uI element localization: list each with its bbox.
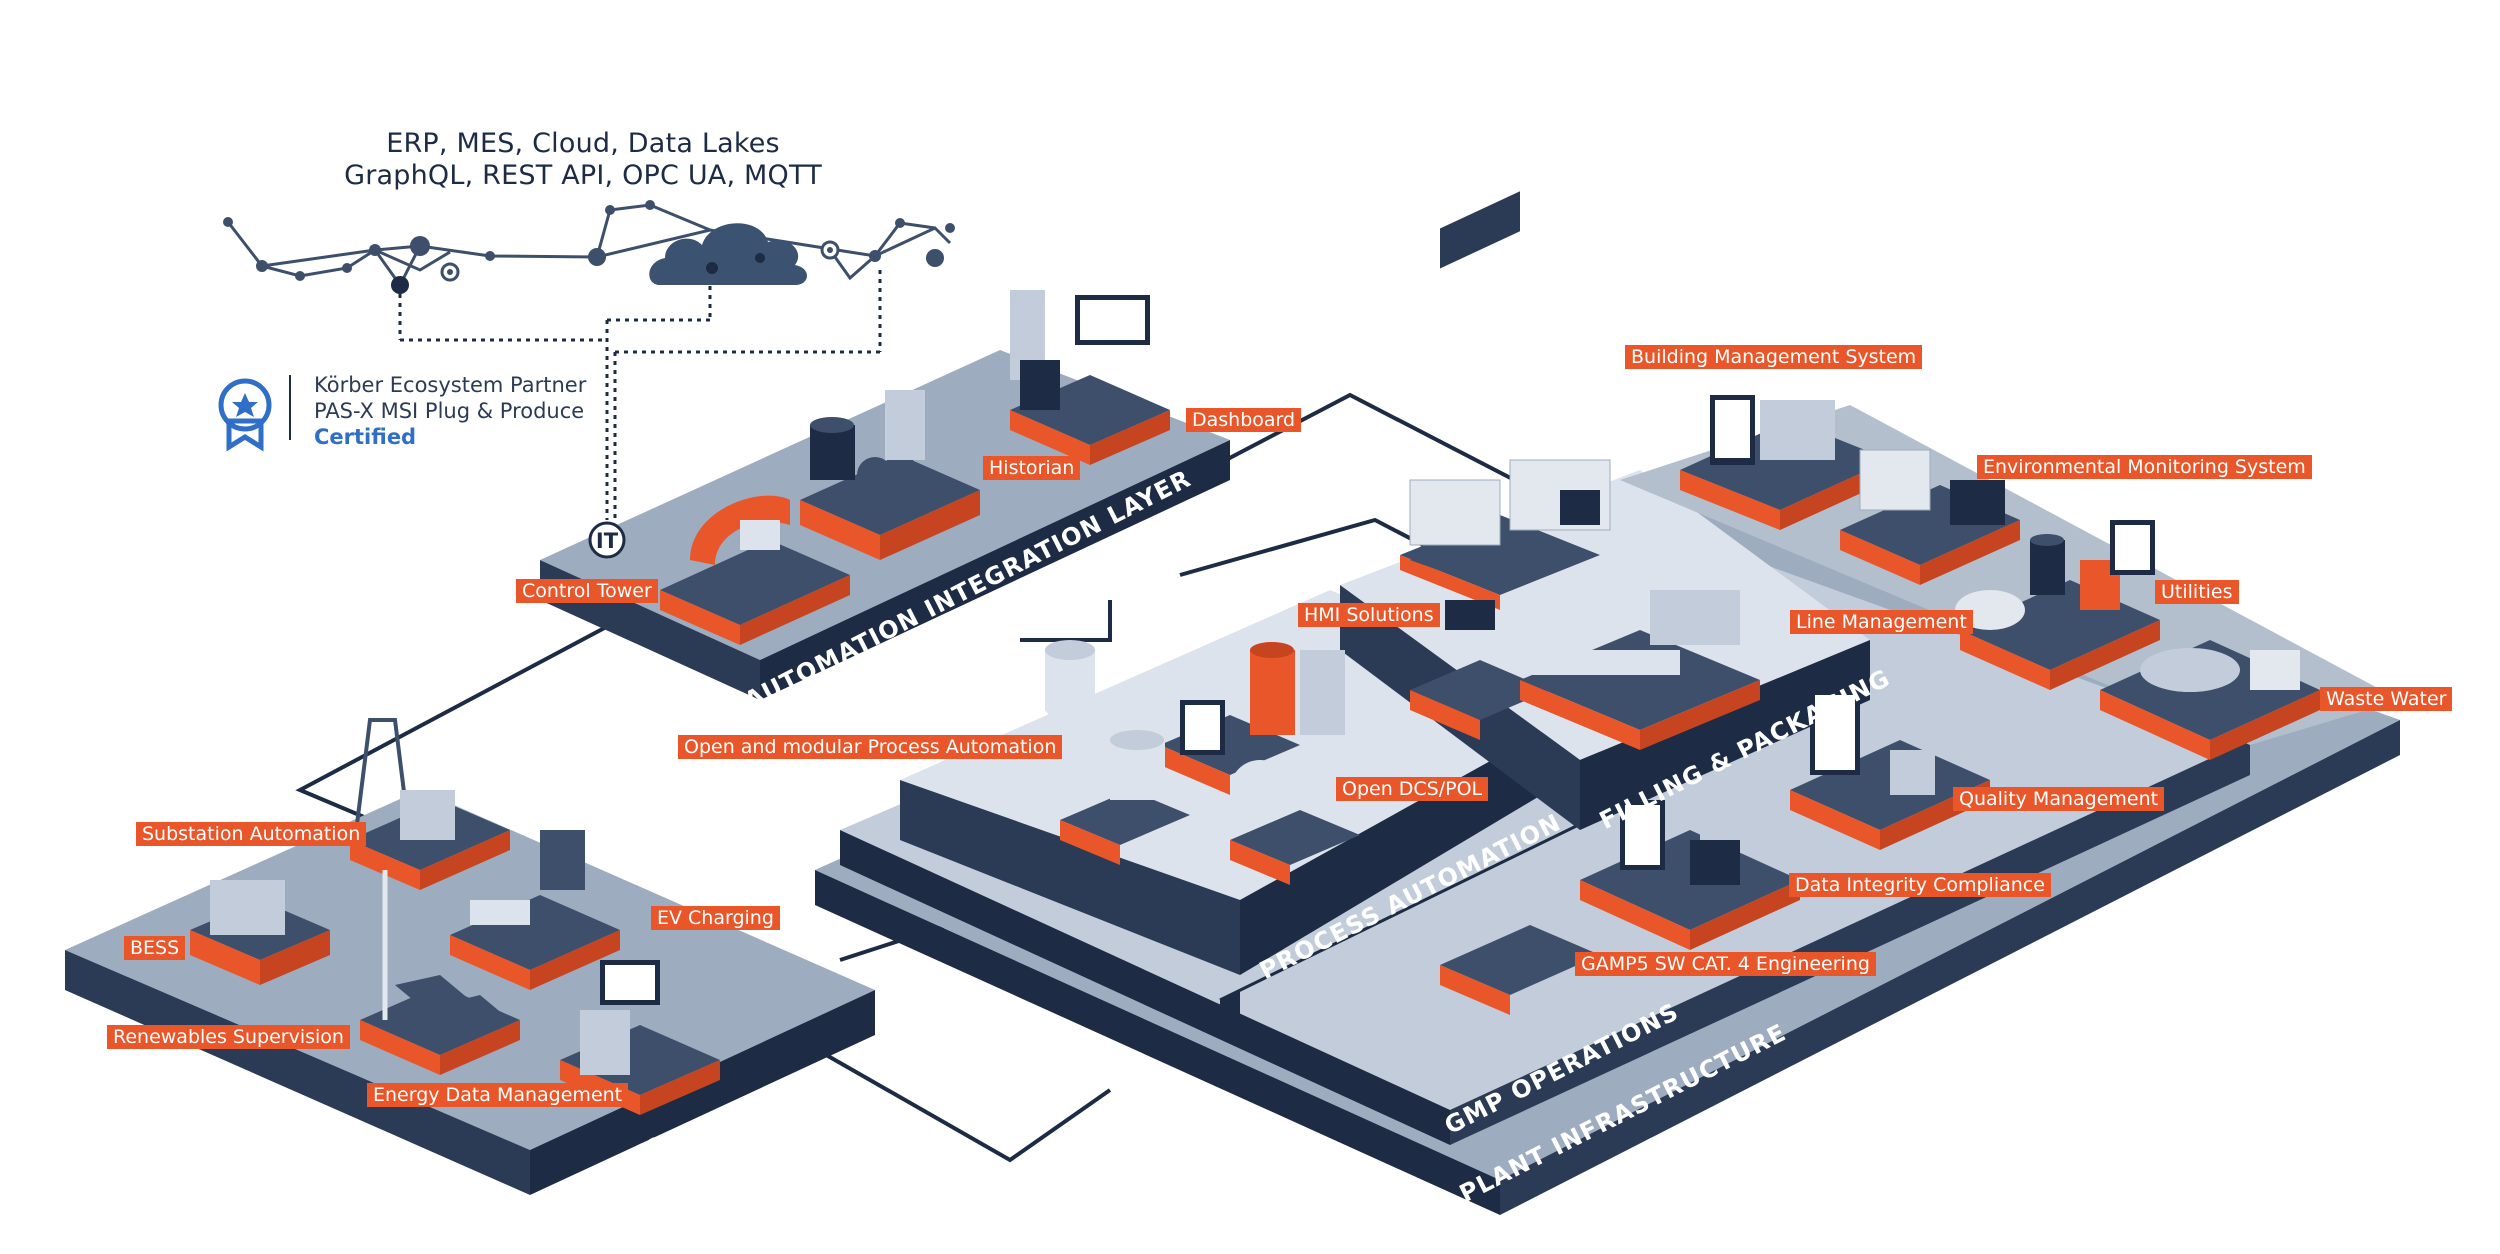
- partner-title: Körber Ecosystem Partner: [314, 373, 587, 397]
- label-environmental-monitoring: Environmental Monitoring System: [1977, 455, 2312, 479]
- label-gamp5: GAMP5 SW CAT. 4 Engineering: [1575, 952, 1876, 976]
- certified-badge-icon: [218, 378, 272, 452]
- pad-pa-1: [1060, 790, 1190, 865]
- pad-line: [1520, 630, 1760, 750]
- label-ev-charging: EV Charging: [651, 906, 780, 930]
- pad-ev: [450, 895, 620, 990]
- label-utilities: Utilities: [2155, 580, 2239, 604]
- equipment-pads: [190, 375, 2320, 1115]
- integrations-line-1: ERP, MES, Cloud, Data Lakes: [386, 128, 780, 159]
- pad-historian: [800, 455, 980, 560]
- pad-hmi-top: [1410, 535, 1540, 585]
- label-control-tower: Control Tower: [516, 579, 658, 603]
- label-data-integrity: Data Integrity Compliance: [1789, 873, 2051, 897]
- label-quality-management: Quality Management: [1953, 787, 2165, 811]
- label-dashboard: Dashboard: [1186, 408, 1302, 432]
- pad-hmi: [1410, 660, 1550, 740]
- partner-certified: Certified: [314, 425, 417, 449]
- label-open-dcs-pol: Open DCS/POL: [1336, 777, 1489, 801]
- label-substation-automation: Substation Automation: [136, 822, 367, 846]
- label-line-management: Line Management: [1790, 610, 1973, 634]
- partner-block: Körber Ecosystem Partner PAS-X MSI Plug …: [314, 372, 586, 450]
- pad-pa-2: [1230, 810, 1360, 885]
- label-historian: Historian: [983, 456, 1081, 480]
- label-building-management: Building Management System: [1625, 345, 1923, 369]
- partner-subtitle: PAS-X MSI Plug & Produce: [314, 399, 585, 423]
- it-badge-icon: [588, 521, 626, 559]
- label-energy-data: Energy Data Management: [367, 1083, 629, 1107]
- cloud-icon: [649, 223, 808, 285]
- integrations-line-2: GraphQL, REST API, OPC UA, MQTT: [344, 160, 822, 191]
- pad-gamp5: [1440, 925, 1600, 1015]
- label-renewables: Renewables Supervision: [107, 1025, 350, 1049]
- label-waste-water: Waste Water: [2320, 687, 2453, 711]
- gmp-operations-slab: [840, 505, 2250, 1145]
- label-bess: BESS: [124, 936, 186, 960]
- pad-control-tower: [660, 540, 850, 645]
- it-badge-label: IT: [596, 529, 619, 553]
- equipment-objects: [210, 191, 2300, 1075]
- network-nodes: [223, 200, 955, 294]
- label-hmi-solutions: HMI Solutions: [1298, 603, 1440, 627]
- label-open-modular-pa: Open and modular Process Automation: [678, 735, 1063, 759]
